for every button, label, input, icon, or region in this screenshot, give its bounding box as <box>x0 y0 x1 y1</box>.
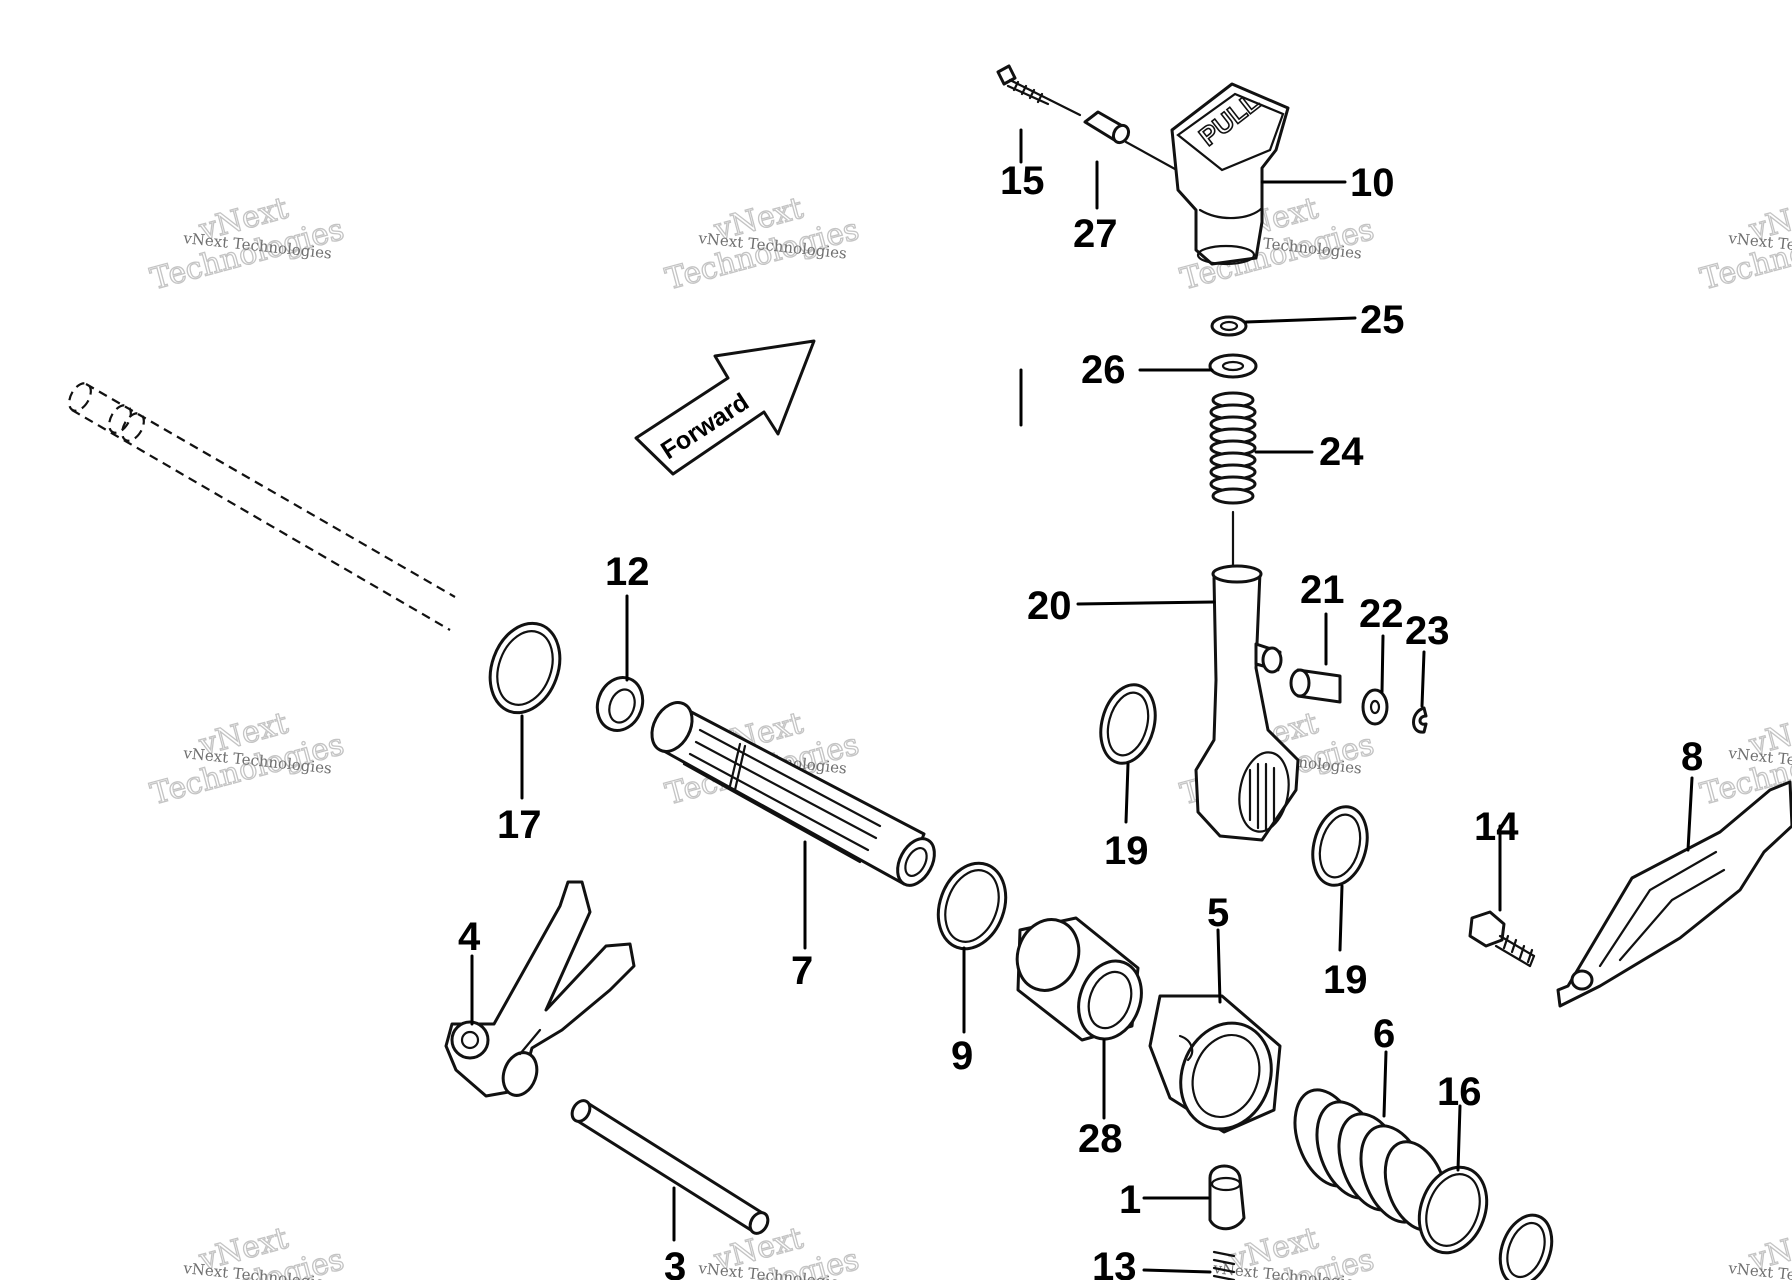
callout-labels: 15 27 10 25 26 24 20 21 22 23 19 19 12 1… <box>458 159 1703 1280</box>
callout-8: 8 <box>1681 735 1703 779</box>
callout-6: 6 <box>1373 1012 1395 1056</box>
callout-14: 14 <box>1474 805 1519 849</box>
callout-26: 26 <box>1081 348 1126 392</box>
callout-23: 23 <box>1405 609 1450 653</box>
callout-28: 28 <box>1078 1117 1123 1161</box>
callout-15: 15 <box>1000 159 1045 203</box>
callout-27: 27 <box>1073 212 1118 256</box>
callout-12: 12 <box>605 550 650 594</box>
part-19-retaining-ring <box>1311 805 1369 887</box>
callout-7: 7 <box>791 949 813 993</box>
callout-16: 16 <box>1437 1070 1482 1114</box>
callout-25: 25 <box>1360 298 1405 342</box>
part-25-clip <box>1210 315 1248 337</box>
part-22-washer <box>1361 688 1389 726</box>
part-12-bushing <box>595 676 645 732</box>
callout-19-b: 19 <box>1323 958 1368 1002</box>
part-26-washer <box>1208 353 1258 379</box>
ghost-shaft-outline <box>68 382 456 631</box>
callout-22: 22 <box>1359 592 1404 636</box>
part-20-shift-lever <box>1194 564 1300 842</box>
part-21-pin <box>1289 668 1342 704</box>
part-27-clamp <box>1083 110 1186 176</box>
callout-24: 24 <box>1319 430 1364 474</box>
part-13-spring <box>1212 1250 1236 1280</box>
watermark-layer: vNext Technologies vNext Technologies vN… <box>146 190 1792 1280</box>
callout-5: 5 <box>1207 891 1229 935</box>
callout-10: 10 <box>1350 161 1395 205</box>
part-7-splined-shaft <box>650 701 936 887</box>
callout-1: 1 <box>1119 1178 1141 1222</box>
callout-20: 20 <box>1027 584 1072 628</box>
part-14-bolt <box>1468 910 1536 968</box>
callout-19-a: 19 <box>1104 829 1149 873</box>
callout-21: 21 <box>1300 568 1345 612</box>
part-4-shift-fork <box>444 880 636 1098</box>
snap-ring-small <box>1498 1213 1554 1280</box>
part-10-pull-knob: PULL <box>1170 82 1290 266</box>
part-1-detent-plunger <box>1208 1164 1246 1231</box>
part-6-spring <box>1293 1088 1449 1232</box>
part-16-o-ring <box>1417 1165 1489 1255</box>
part-24-spring <box>1209 391 1257 568</box>
part-17-o-ring <box>488 621 562 715</box>
part-28-sleeve <box>1015 916 1143 1042</box>
part-3-pin <box>570 1099 770 1235</box>
part-8-lever-arm <box>1556 780 1792 1008</box>
part-15-bolt <box>996 64 1082 117</box>
forward-direction-arrow: Forward <box>634 339 816 476</box>
callout-13: 13 <box>1092 1245 1137 1280</box>
callout-17: 17 <box>497 803 542 847</box>
part-5-clutch-dog <box>1148 994 1282 1134</box>
callout-9: 9 <box>951 1034 973 1078</box>
callout-3: 3 <box>664 1245 686 1280</box>
part-19-retaining-ring <box>1099 683 1157 765</box>
watermark-text: vNext Technologies <box>1727 1259 1792 1280</box>
part-9-snap-ring <box>936 861 1008 951</box>
callout-4: 4 <box>458 915 481 959</box>
leader-lines <box>470 128 1694 1274</box>
part-23-clip <box>1412 706 1428 734</box>
